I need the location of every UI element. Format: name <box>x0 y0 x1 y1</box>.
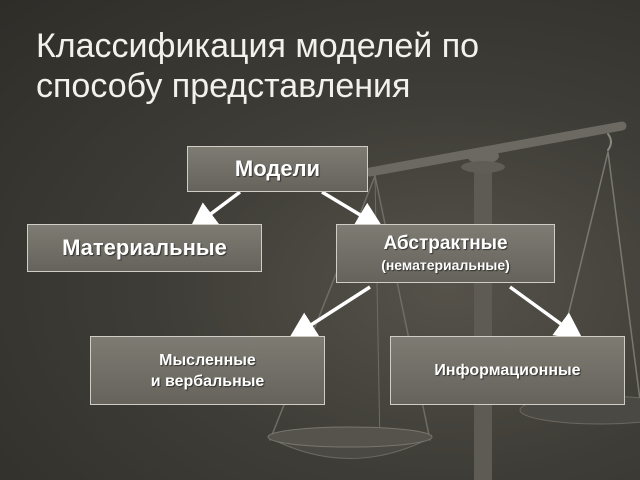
node-abstract: Абстрактные (нематериальные) <box>336 224 555 283</box>
node-informational: Информационные <box>390 336 625 405</box>
node-abstract-label: Абстрактные <box>383 232 508 254</box>
node-informational-label: Информационные <box>434 361 581 379</box>
node-mental-label-line1: Мысленные <box>159 351 256 369</box>
node-models: Модели <box>187 146 368 192</box>
node-mental: Мысленные и вербальные <box>90 336 325 405</box>
node-material-label: Материальные <box>62 235 227 260</box>
node-abstract-sublabel: (нематериальные) <box>381 256 510 273</box>
page-title: Классификация моделей по способу предста… <box>36 27 480 105</box>
node-mental-label-line2: и вербальные <box>150 372 265 390</box>
node-material: Материальные <box>27 224 262 272</box>
node-models-label: Модели <box>234 156 321 181</box>
